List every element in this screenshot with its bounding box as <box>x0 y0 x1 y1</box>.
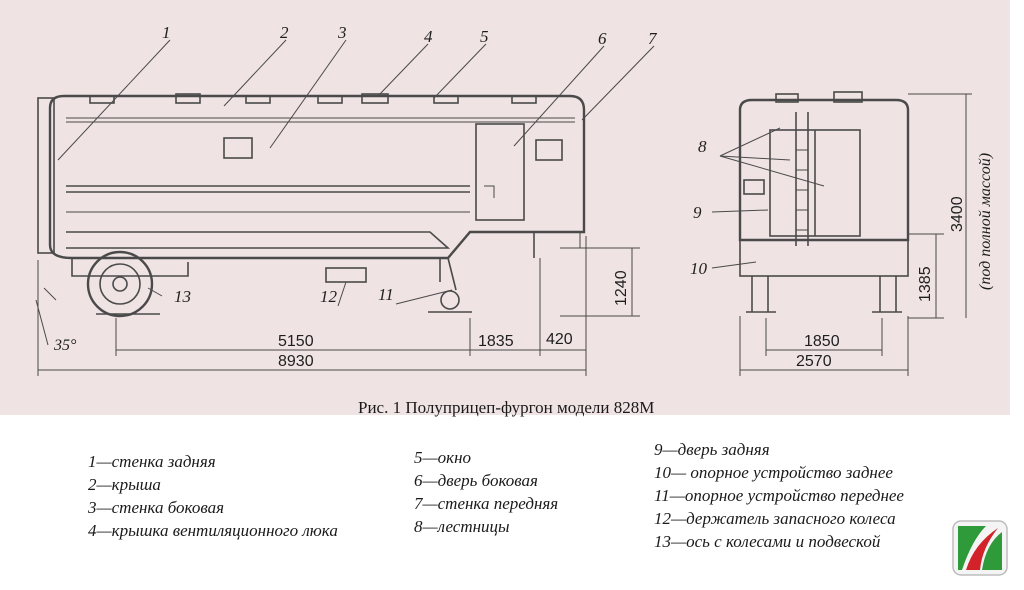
callout-13: 13 <box>174 287 191 306</box>
side-window <box>223 137 253 159</box>
rear-hatch <box>775 93 799 103</box>
rear-wall-panel <box>37 97 55 254</box>
callout-4: 4 <box>424 27 433 46</box>
dim-1240: 1240 <box>613 270 630 306</box>
callout-7: 7 <box>648 29 658 48</box>
callout-9: 9 <box>693 203 702 222</box>
callout-10: 10 <box>690 259 708 278</box>
legend-item: 8—лестницы <box>414 517 510 536</box>
drawing-sheet: 1 2 3 4 5 6 7 8 9 10 11 12 13 35° 5150 1… <box>0 0 1010 415</box>
callout-12: 12 <box>320 287 338 306</box>
dim-420: 420 <box>546 331 573 348</box>
callout-6: 6 <box>598 29 607 48</box>
legend-item: 12—держатель запасного колеса <box>654 509 896 528</box>
roof-hatch <box>511 95 537 104</box>
dim-5150: 5150 <box>278 333 314 350</box>
roof-hatch <box>317 95 343 104</box>
roof-hatch <box>433 95 459 104</box>
callout-1: 1 <box>162 23 171 42</box>
legend-item: 10— опорное устройство заднее <box>654 463 893 482</box>
side-view <box>35 39 655 376</box>
dim-3400: 3400 <box>949 196 966 232</box>
legend-item: 4—крышка вентиляционного люка <box>88 521 338 540</box>
dim-2570: 2570 <box>796 353 832 370</box>
callout-11: 11 <box>378 285 394 304</box>
roof-hatch <box>361 93 389 104</box>
rear-view <box>711 91 972 376</box>
legend-item: 13—ось с колесами и подвеской <box>654 532 881 551</box>
legend-item: 11—опорное устройство переднее <box>654 486 904 505</box>
flag-logo-icon <box>952 520 1008 576</box>
dim-note: (под полной массой) <box>977 153 994 290</box>
rear-hatch <box>833 91 863 103</box>
legend-item: 5—окно <box>414 448 472 467</box>
rear-wheel <box>86 250 154 318</box>
callout-2: 2 <box>280 23 289 42</box>
callout-8: 8 <box>698 137 707 156</box>
legend-item: 3—стенка боковая <box>88 498 224 517</box>
callout-3: 3 <box>337 23 347 42</box>
side-door <box>475 123 525 221</box>
rear-frame <box>739 239 909 277</box>
legend-item: 7—стенка передняя <box>414 494 559 513</box>
callout-5: 5 <box>480 27 489 46</box>
legend-column-3: 9—дверь задняя 10— опорное устройство за… <box>654 438 904 553</box>
legend-item: 9—дверь задняя <box>654 440 770 459</box>
front-support-wheel <box>440 290 460 310</box>
dim-1385: 1385 <box>917 266 934 302</box>
dim-1850: 1850 <box>804 333 840 350</box>
legend-column-2: 5—окно 6—дверь боковая 7—стенка передняя… <box>414 446 558 538</box>
dim-1835: 1835 <box>478 333 514 350</box>
rear-view-body <box>738 98 910 242</box>
roof-hatch <box>245 95 271 104</box>
roof-hatch <box>175 93 201 104</box>
legend-item: 6—дверь боковая <box>414 471 538 490</box>
van-body-outline <box>48 94 586 260</box>
semitrailer-drawing: 1 2 3 4 5 6 7 8 9 10 11 12 13 35° 5150 1… <box>35 23 994 376</box>
legend-item: 2—крыша <box>88 475 161 494</box>
figure-caption: Рис. 1 Полуприцеп-фургон модели 828М <box>358 398 655 417</box>
spare-wheel-holder <box>325 267 367 283</box>
side-window <box>535 139 563 161</box>
dim-8930: 8930 <box>278 353 314 370</box>
legend-column-1: 1—стенка задняя 2—крыша 3—стенка боковая… <box>88 450 338 542</box>
legend-item: 1—стенка задняя <box>88 452 216 471</box>
angle-label: 35° <box>53 337 77 354</box>
